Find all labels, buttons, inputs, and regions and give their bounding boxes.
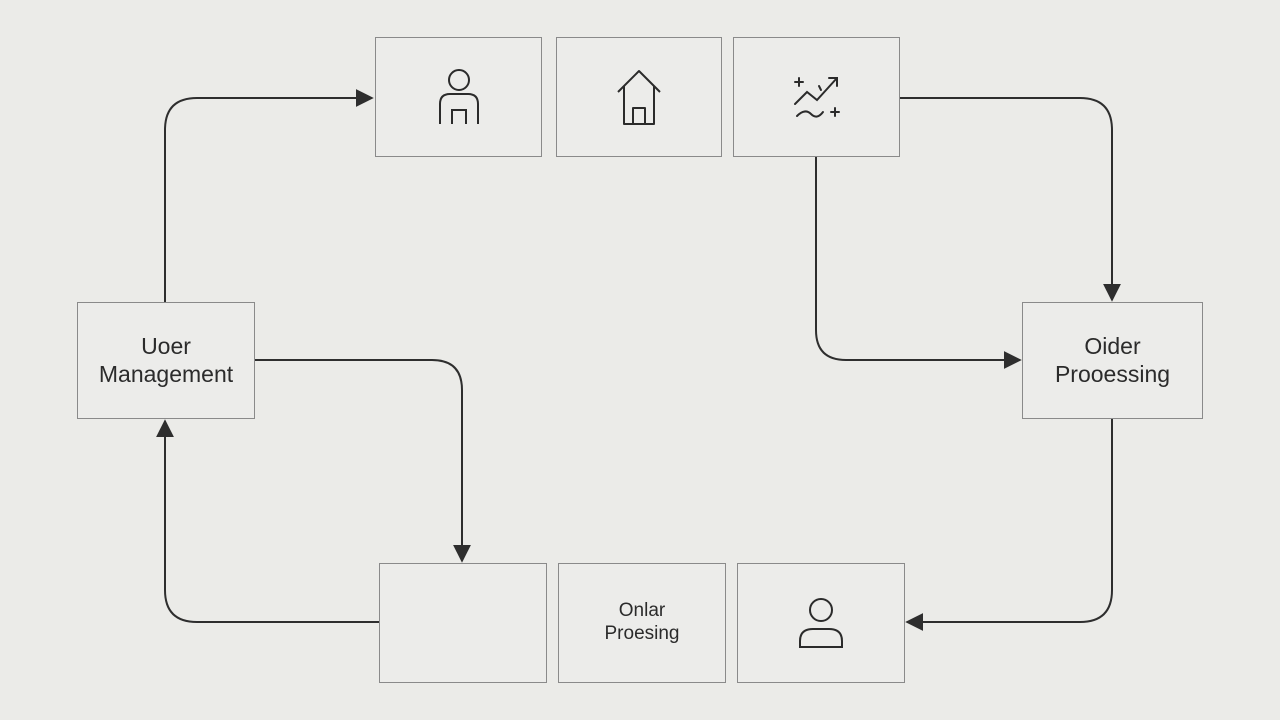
order-processing-bottom-label: Onlar Proesing [604, 600, 680, 644]
edge-bottom-box-to-user-management [156, 419, 379, 623]
edge-analytics-to-order-inner [815, 157, 1022, 369]
edge-user-management-to-bottom-box [255, 359, 471, 563]
node-empty[interactable] [379, 563, 547, 683]
node-analytics[interactable] [733, 37, 900, 157]
node-home[interactable] [556, 37, 722, 157]
order-processing-label: Oider Prooessing [1054, 332, 1171, 387]
edge-order-to-bottom-user [905, 419, 1113, 631]
edge-analytics-to-order-outer [900, 97, 1121, 302]
home-icon [615, 68, 663, 126]
user-avatar-icon [797, 597, 845, 649]
node-order-processing-bottom[interactable]: Onlar Proesing [558, 563, 726, 683]
person-icon [437, 68, 481, 126]
node-order-processing[interactable]: Oider Prooessing [1022, 302, 1203, 419]
sparkle-trend-icon [791, 72, 843, 122]
node-user[interactable] [375, 37, 542, 157]
node-user-avatar[interactable] [737, 563, 905, 683]
node-user-management[interactable]: Uoer Management [77, 302, 255, 419]
user-management-label: Uoer Management [98, 332, 234, 387]
edge-user-management-to-user-icon [164, 89, 374, 302]
